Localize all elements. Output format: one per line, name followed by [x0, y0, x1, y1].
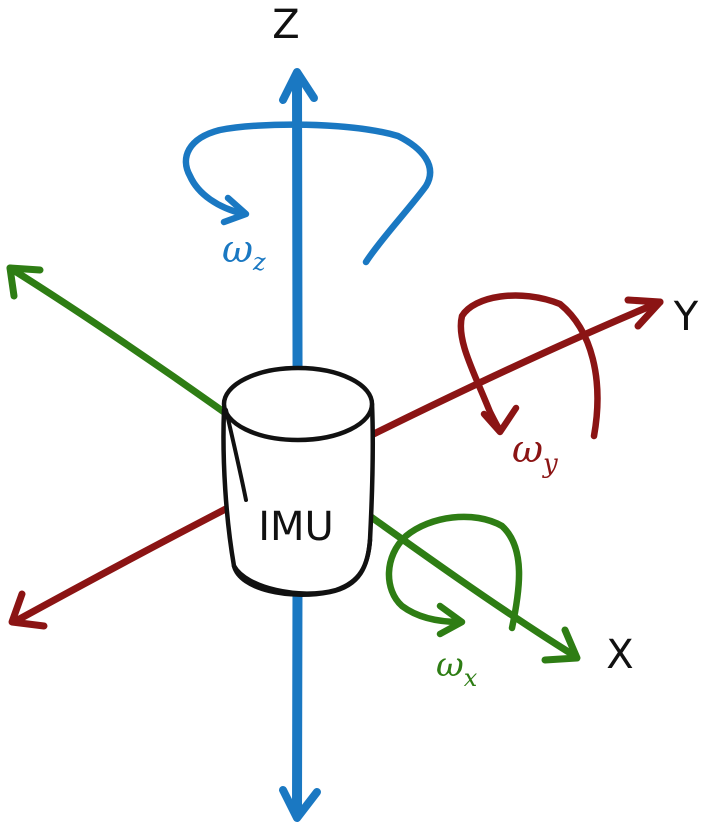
rotation-y-arrowhead	[480, 404, 520, 436]
z-axis-arrow-up	[279, 68, 318, 104]
rotation-z-arrow	[182, 121, 434, 266]
rotation-x-arrow	[385, 513, 523, 632]
rotation-x-label: ωx	[436, 645, 478, 692]
z-axis-label: Z	[272, 2, 299, 48]
x-axis-arrow-negative	[6, 264, 44, 300]
rotation-y-subscript: y	[542, 449, 558, 479]
z-axis-arrow-down	[279, 786, 321, 822]
rotation-x-symbol: ω	[436, 645, 464, 685]
rotation-z-subscript: z	[252, 248, 266, 276]
x-axis-arrow-positive	[541, 626, 581, 664]
imu-label: IMU	[258, 504, 334, 550]
imu-sensor: IMU	[221, 365, 376, 597]
rotation-y-label: ωy	[512, 427, 558, 479]
rotation-z: ωz	[182, 121, 434, 276]
x-axis-label: X	[606, 632, 633, 678]
rotation-x-subscript: x	[464, 664, 478, 692]
rotation-z-label: ωz	[222, 227, 266, 276]
rotation-z-arrowhead	[220, 194, 250, 226]
rotation-y-arrow	[457, 292, 601, 440]
rotation-z-symbol: ω	[222, 227, 253, 271]
y-axis-arrow-positive	[624, 296, 664, 330]
imu-top-face	[221, 365, 375, 443]
rotation-y: ωy	[457, 292, 601, 479]
rotation-x: ωx	[385, 513, 523, 692]
y-axis-arrow-negative	[8, 590, 48, 630]
imu-side-seam	[224, 408, 248, 502]
rotation-x-arrowhead	[436, 602, 466, 638]
imu-bottom-curve	[231, 537, 373, 596]
y-axis-label: Y	[673, 294, 699, 340]
rotation-y-symbol: ω	[512, 427, 543, 471]
